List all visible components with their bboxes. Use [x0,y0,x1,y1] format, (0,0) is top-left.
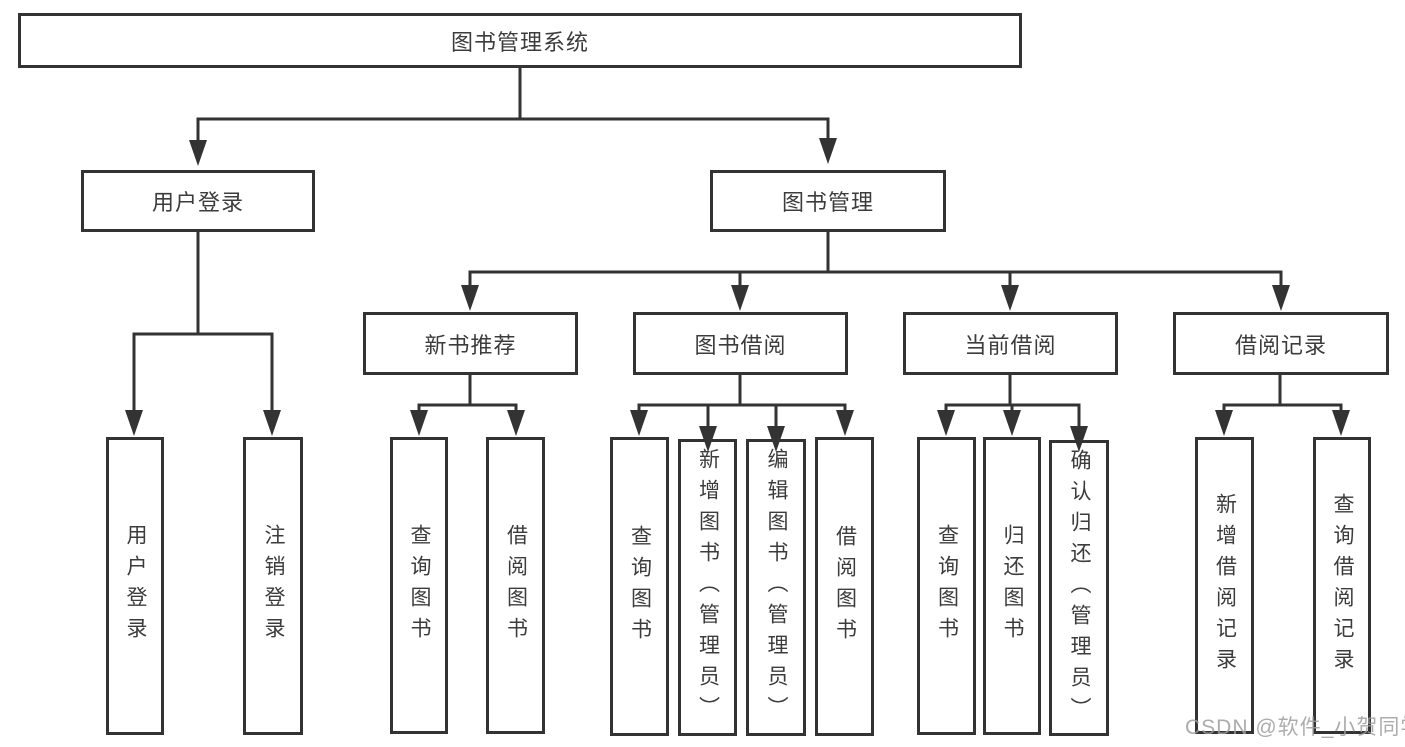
node-label: 新增借阅记录 [1213,492,1237,679]
leaf-borrow-books-recommend: 借阅图书 [486,437,545,734]
node-book-borrow: 图书借阅 [633,312,848,375]
node-label: 图书管理系统 [450,29,589,55]
node-label: 借阅图书 [504,523,528,648]
node-label: 查询图书 [935,524,959,648]
leaf-query-borrow-record: 查询借阅记录 [1313,437,1371,734]
node-label: 确认归还（管理员） [1068,448,1092,728]
node-borrow-records: 借阅记录 [1173,312,1389,375]
node-label: 借阅记录 [1234,332,1327,358]
node-label: 当前借阅 [964,332,1057,358]
node-label: 查询图书 [628,524,652,649]
csdn-watermark: CSDN @软件_小贺同学 [1185,716,1405,739]
node-label: 用户登录 [151,190,244,215]
leaf-return-books: 归还图书 [983,437,1041,735]
node-library-system: 图书管理系统 [18,13,1022,68]
node-label: 查询借阅记录 [1331,492,1355,679]
node-label: 编辑图书（管理员） [765,448,789,727]
node-new-book-recommend: 新书推荐 [363,312,578,375]
node-current-borrow: 当前借阅 [903,312,1118,375]
leaf-edit-books-admin: 编辑图书（管理员） [746,439,806,736]
leaf-query-books-current: 查询图书 [917,437,976,735]
node-label: 新增图书（管理员） [696,448,720,727]
leaf-user-login: 用户登录 [106,437,164,735]
node-label: 查询图书 [408,523,432,648]
node-label: 新书推荐 [424,332,517,358]
node-label: 归还图书 [1001,524,1025,648]
node-label: 图书借阅 [694,332,787,358]
node-label: 用户登录 [124,524,148,648]
node-label: 借阅图书 [833,524,857,649]
leaf-logout: 注销登录 [243,437,303,735]
leaf-borrow-books: 借阅图书 [815,437,874,736]
leaf-add-books-admin: 新增图书（管理员） [678,439,737,736]
leaf-query-books-borrow: 查询图书 [610,437,669,736]
node-user-login: 用户登录 [81,170,315,232]
node-label: 图书管理 [781,190,874,215]
leaf-query-books-recommend: 查询图书 [390,437,448,734]
node-book-management: 图书管理 [710,170,946,232]
leaf-confirm-return-admin: 确认归还（管理员） [1049,440,1109,736]
leaf-add-borrow-record: 新增借阅记录 [1195,437,1254,734]
node-label: 注销登录 [262,524,286,648]
